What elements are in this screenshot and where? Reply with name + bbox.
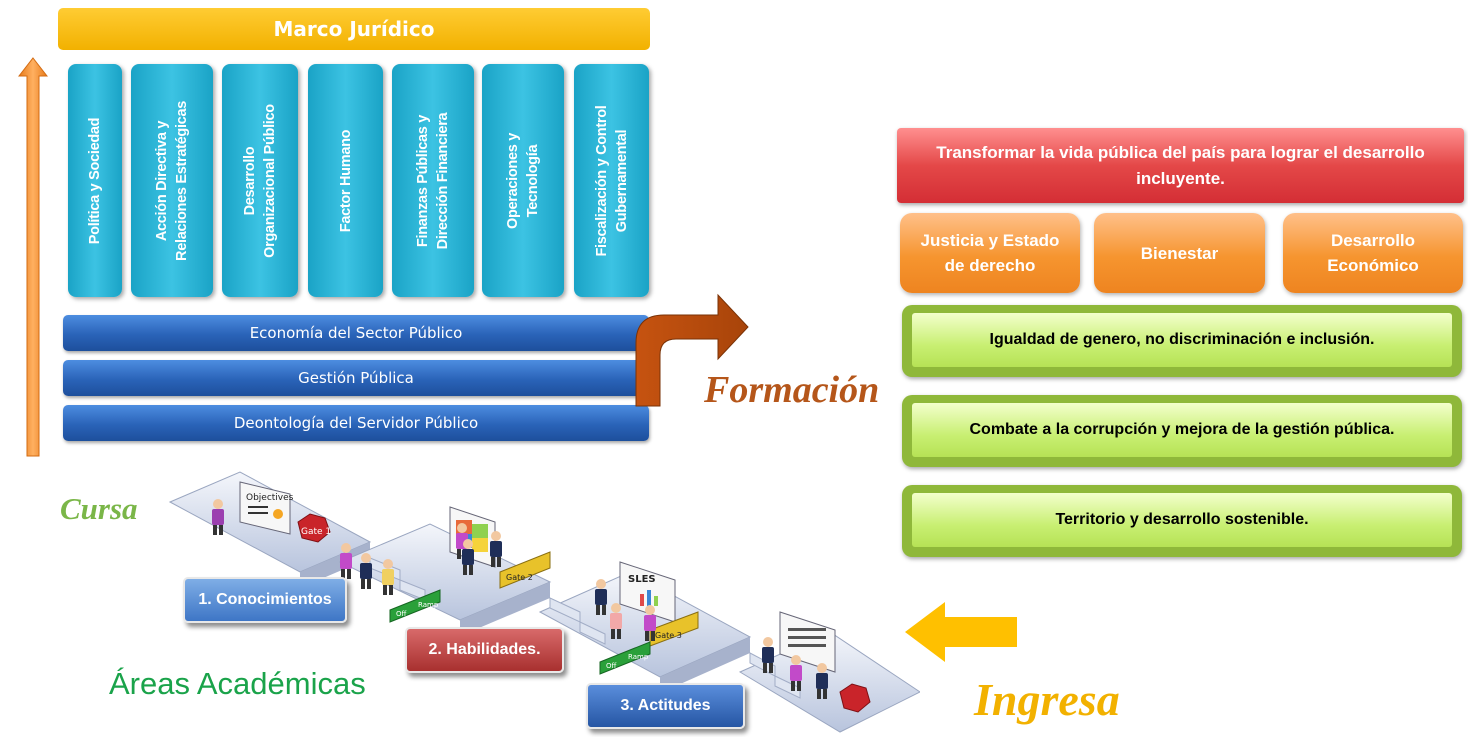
step-conocimientos: 1. Conocimientos xyxy=(183,577,347,623)
up-arrow-icon xyxy=(18,57,48,457)
pillar-factor-humano: Factor Humano xyxy=(308,64,383,297)
axis-igualdad-text: Igualdad de genero, no discriminación e … xyxy=(912,313,1452,367)
areas-academicas-label: Áreas Académicas xyxy=(109,666,366,701)
axis-igualdad: Igualdad de genero, no discriminación e … xyxy=(902,305,1462,377)
gate-1-text: Gate 1 xyxy=(301,527,331,537)
vision-banner: Transformar la vida pública del país par… xyxy=(897,128,1464,203)
axis-combate-corrupcion: Combate a la corrupción y mejora de la g… xyxy=(902,395,1462,467)
pillar-desarrollo-line-2: Económico xyxy=(1327,256,1419,275)
cursa-label: Cursa xyxy=(60,491,138,526)
axis-territorio: Territorio y desarrollo sostenible. xyxy=(902,485,1462,557)
pillar-label: Política y Sociedad xyxy=(87,117,103,244)
pillar-justicia: Justicia y Estado de derecho xyxy=(900,213,1080,293)
bent-arrow-icon xyxy=(635,293,749,407)
formacion-label: Formación xyxy=(704,369,880,411)
pillar-bienestar: Bienestar xyxy=(1094,213,1265,293)
gate-3-text: Gate 3 xyxy=(655,631,682,640)
off-ramp-2-ramp: Ramp xyxy=(628,653,649,661)
step-actitudes: 3. Actitudes xyxy=(586,683,745,729)
pillar-label: Factor Humano xyxy=(337,129,354,232)
pillar-bienestar-line: Bienestar xyxy=(1140,243,1219,263)
bar-economia-sector-publico: Economía del Sector Público xyxy=(63,315,649,351)
left-arrow-icon xyxy=(905,602,1017,662)
pillar-justicia-line-2: de derecho xyxy=(944,256,1036,275)
vision-text: Transformar la vida pública del país par… xyxy=(936,142,1425,188)
bar-gestion-publica: Gestión Pública xyxy=(63,360,649,396)
pillar-justicia-line-1: Justicia y Estado xyxy=(920,231,1060,250)
sles-screen-text: SLES xyxy=(628,574,656,585)
ingresa-label: Ingresa xyxy=(974,674,1120,725)
bar-deontologia: Deontología del Servidor Público xyxy=(63,405,649,441)
staircase-illustration: Objectives SLES Gate 1 Gate 2 Gate 3 Off… xyxy=(168,471,920,733)
off-ramp-1-ramp: Ramp xyxy=(418,601,439,609)
axis-combate-text: Combate a la corrupción y mejora de la g… xyxy=(912,403,1452,457)
pillar-desarrollo-line-1: Desarrollo xyxy=(1330,231,1416,250)
off-ramp-1-off: Off xyxy=(396,610,407,618)
gate-2-text: Gate 2 xyxy=(506,573,533,582)
marco-juridico-banner: Marco Jurídico xyxy=(58,8,650,50)
pillar-politica-sociedad: Política y Sociedad xyxy=(68,64,122,297)
axis-territorio-text: Territorio y desarrollo sostenible. xyxy=(912,493,1452,547)
objectives-screen-text: Objectives xyxy=(246,493,294,503)
off-ramp-2-off: Off xyxy=(606,662,617,670)
people-figures xyxy=(212,499,828,699)
step-habilidades: 2. Habilidades. xyxy=(405,627,564,673)
